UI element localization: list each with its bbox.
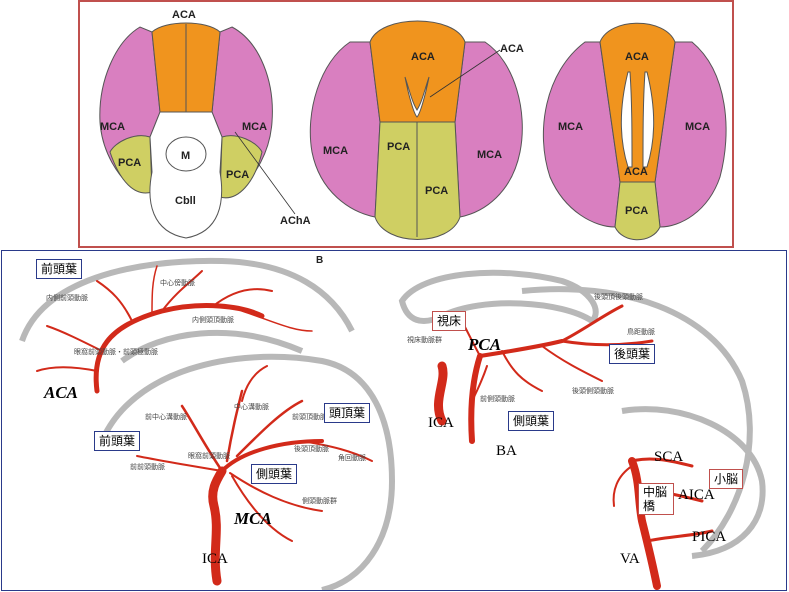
pca-region-3 [614, 181, 661, 241]
small-mca-4: 前前頭動脈 [130, 462, 165, 471]
pca-brain-outline [521, 286, 753, 554]
small-aca-2: 内側頭頂動脈 [192, 315, 234, 324]
label-mca-r-3: MCA [685, 121, 710, 133]
label-cbll-1: Cbll [175, 195, 196, 207]
cerebellum-box: 小脳 [709, 469, 744, 489]
small-mca-5: 眼窩前頭動脈 [188, 451, 230, 460]
mca-label: MCA [234, 509, 272, 528]
label-pca-r-1: PCA [226, 169, 249, 181]
mca-left-region-3 [542, 41, 621, 228]
small-mca-2: 前頭頂動脈 [292, 412, 327, 421]
arterial-distribution-panel: B [1, 250, 787, 591]
brain-outlines [19, 257, 766, 590]
mca-artery-tree [136, 365, 373, 586]
small-pca-0: 視床動脈群 [407, 335, 442, 344]
label-mca-l-3: MCA [558, 121, 583, 133]
small-aca-3: 眼窩前頭動脈・前頭極動脈 [74, 347, 158, 356]
pca-artery-tree [433, 304, 654, 444]
section-1: ACA MCA MCA PCA PCA M Cbll AChA [99, 9, 311, 239]
label-pca-l-2: PCA [387, 141, 410, 153]
small-aca-1: 内側前頭動脈 [46, 293, 88, 302]
mca-right-region-3 [654, 41, 727, 228]
parietal-lobe-box: 頭頂葉 [324, 403, 371, 423]
small-aca-0: 中心傍動脈 [160, 278, 195, 287]
frontal-lobe-box-aca: 前頭葉 [36, 259, 83, 279]
axial-territory-panel: ACA MCA MCA PCA PCA M Cbll AChA ACA ACA … [78, 0, 734, 248]
label-mca-l-2: MCA [323, 145, 348, 157]
label-m-1: M [181, 150, 190, 162]
label-mca-r-1: MCA [242, 121, 267, 133]
aca-artery-tree [36, 265, 313, 394]
small-mca-3: 後頭頂動脈 [294, 444, 329, 453]
pca-right-region-1 [219, 135, 263, 199]
mca-left-region-2 [309, 41, 381, 218]
label-acha-1: AChA [280, 215, 311, 227]
cerebellum-outline [621, 406, 766, 559]
small-mca-7: 側頭動脈群 [302, 496, 337, 505]
aca-region-2 [369, 20, 466, 123]
ventricle-3 [620, 71, 655, 168]
ba-label: BA [496, 443, 517, 459]
label-aca-callout-2: ACA [500, 43, 524, 55]
small-mca-6: 角回動脈 [338, 453, 366, 462]
ica-label-pca: ICA [428, 415, 454, 431]
sca-label: SCA [654, 449, 684, 465]
label-mca-l-1: MCA [100, 121, 125, 133]
panel-label-b: B [316, 255, 323, 266]
label-aca-2: ACA [411, 51, 435, 63]
ventricle-2 [404, 76, 430, 118]
small-mca-1: 前中心溝動脈 [145, 412, 187, 421]
thalamus-box: 視床 [432, 311, 467, 331]
temporal-lobe-box-mca: 側頭葉 [251, 464, 298, 484]
small-pca-2: 鳥距動脈 [627, 327, 655, 336]
ica-label-mca: ICA [202, 551, 228, 567]
label-mca-r-2: MCA [477, 149, 502, 161]
label-pca-3: PCA [625, 205, 648, 217]
section-2: ACA ACA MCA MCA PCA PCA [309, 20, 524, 240]
midbrain-m-1 [165, 136, 207, 172]
acha-pointer-1 [234, 131, 296, 215]
aica-label: AICA [678, 487, 715, 503]
label-aca-1: ACA [172, 9, 196, 21]
occipital-lobe-box: 後頭葉 [609, 344, 656, 364]
label-aca-upper-3: ACA [625, 51, 649, 63]
section-3: ACA ACA MCA MCA PCA [542, 22, 727, 241]
label-pca-r-2: PCA [425, 185, 448, 197]
label-aca-lower-3: ACA [624, 166, 648, 178]
brainstem-cerebellum-1 [149, 111, 223, 239]
va-label: VA [620, 551, 640, 567]
aca-region-3 [599, 22, 676, 183]
small-pca-1: 後頭頂後頭動脈 [594, 292, 643, 301]
aca-inner-outline [120, 329, 304, 364]
frontal-lobe-box-mca: 前頭葉 [94, 431, 141, 451]
aca-pointer-2 [429, 49, 501, 98]
small-pca-3: 後頭側頭動脈 [572, 386, 614, 395]
mca-right-region-2 [454, 41, 523, 218]
aca-brain-outline [19, 257, 355, 342]
small-pca-4: 前側頭動脈 [480, 394, 515, 403]
mca-brain-outline [99, 353, 396, 590]
label-pca-l-1: PCA [118, 157, 141, 169]
temporal-lobe-box-pca: 側頭葉 [508, 411, 555, 431]
axial-sections-svg: ACA MCA MCA PCA PCA M Cbll AChA ACA ACA … [99, 9, 727, 241]
aca-label: ACA [44, 383, 79, 402]
pons-box: 中脳橋 [638, 483, 674, 515]
arteries-svg: B [19, 255, 766, 590]
pca-label: PCA [468, 335, 502, 354]
pica-label: PICA [692, 529, 727, 545]
small-mca-0: 中心溝動脈 [234, 402, 269, 411]
